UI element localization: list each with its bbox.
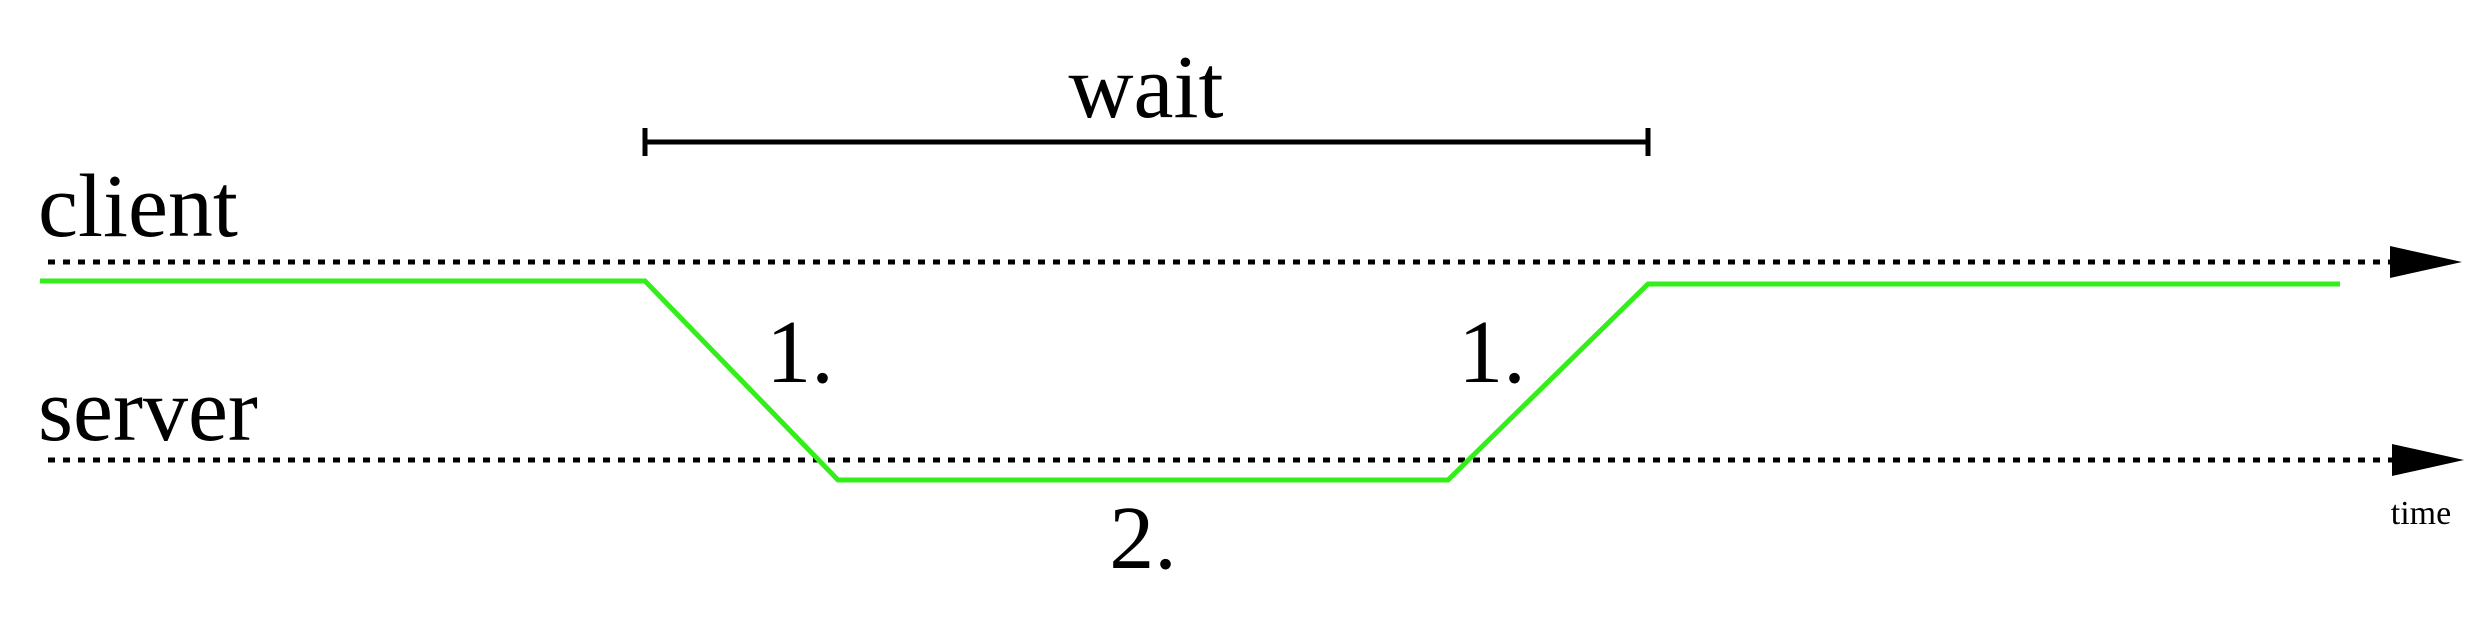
execution-path: [40, 278, 2340, 483]
client-lane-label: client: [38, 157, 238, 256]
step-1-request-label: 1.: [766, 303, 834, 402]
wait-label: wait: [1069, 38, 1224, 137]
step-2-server-processing-label: 2.: [1109, 489, 1177, 588]
wait-bracket: [642, 128, 1651, 156]
time-axis-label: time: [2391, 495, 2451, 532]
server-timeline-arrowhead: [2392, 444, 2464, 476]
client-timeline-arrowhead: [2390, 246, 2462, 278]
server-lane-label: server: [38, 361, 258, 460]
step-1-response-label: 1.: [1458, 303, 1526, 402]
